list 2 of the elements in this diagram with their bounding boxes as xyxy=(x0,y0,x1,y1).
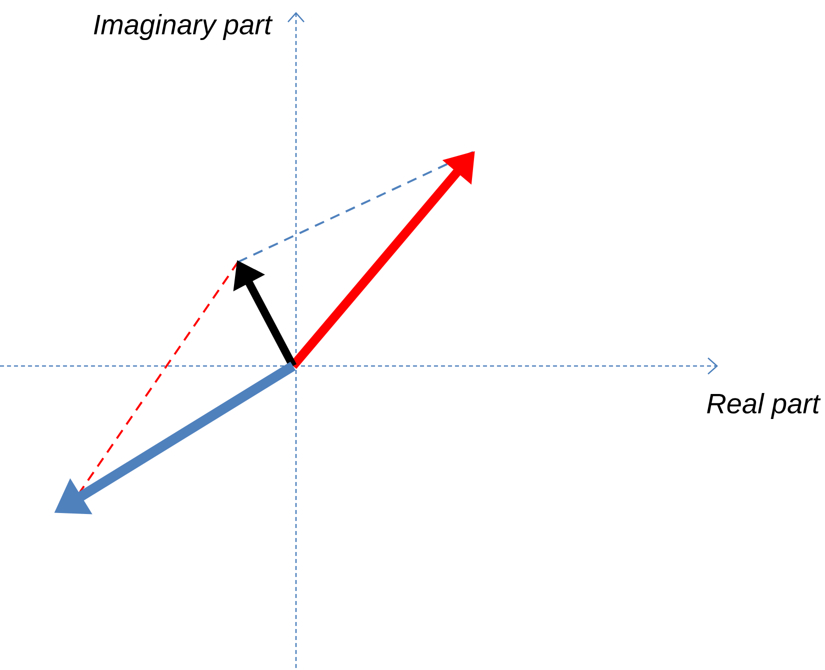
axis-label: Imaginary part xyxy=(94,14,273,40)
axis-label: Real part xyxy=(707,392,821,420)
